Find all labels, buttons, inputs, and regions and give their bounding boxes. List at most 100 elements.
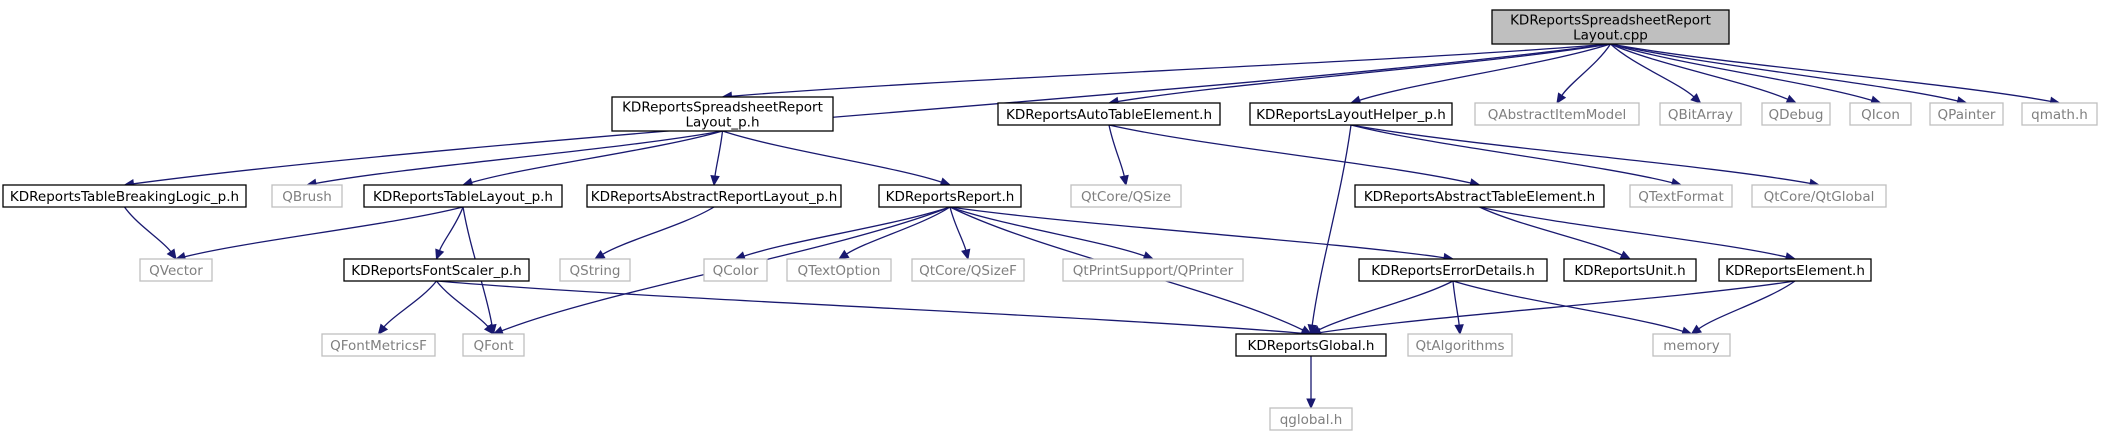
edge-layouthelper-to-global [1307, 124, 1352, 336]
node-label: qglobal.h [1280, 412, 1343, 428]
edge-element-to-memory [1690, 280, 1796, 335]
node-label: KDReportsAbstractReportLayout_p.h [591, 189, 838, 205]
edge-errordetails-to-qtalgorithms [1452, 280, 1464, 336]
node-box [321, 333, 436, 357]
node-label: QFontMetricsF [330, 338, 427, 354]
edge-autotable-to-qsize [1108, 124, 1129, 187]
edge-tablelayout-to-qvector [174, 206, 464, 262]
edge-layouthelper-to-qtglobal [1350, 124, 1821, 189]
node-autotable[interactable]: KDReportsAutoTableElement.h [997, 102, 1221, 126]
node-label: KDReportsSpreadsheetReport [1510, 13, 1711, 29]
node-qtalgorithms: QtAlgorithms [1407, 333, 1513, 357]
node-abstracttable[interactable]: KDReportsAbstractTableElement.h [1354, 184, 1605, 208]
node-box [1070, 184, 1182, 208]
node-abstractreportlayout[interactable]: KDReportsAbstractReportLayout_p.h [586, 184, 842, 208]
node-label: KDReportsErrorDetails.h [1371, 263, 1535, 279]
edge-layouthelper-to-qtextformat [1350, 124, 1683, 188]
node-box [1629, 184, 1733, 208]
node-report[interactable]: KDReportsReport.h [878, 184, 1022, 208]
node-box [343, 258, 530, 282]
node-box [1718, 258, 1872, 282]
arrowhead [483, 323, 495, 335]
node-label: KDReportsLayoutHelper_p.h [1256, 107, 1446, 123]
node-box [1491, 9, 1730, 45]
node-qtextformat: QTextFormat [1629, 184, 1733, 208]
node-label: QColor [713, 263, 759, 279]
node-qsizef: QtCore/QSizeF [911, 258, 1025, 282]
node-qprinter: QtPrintSupport/QPrinter [1062, 258, 1244, 282]
node-box [363, 184, 563, 208]
edge-report-to-qprinter [949, 206, 1155, 261]
edge-abstracttable-to-unit [1479, 206, 1632, 260]
node-label: QTextFormat [1638, 189, 1724, 205]
edge-report-to-qsizef [949, 206, 971, 261]
node-box [1062, 258, 1244, 282]
node-label: QTextOption [798, 263, 881, 279]
node-label: KDReportsReport.h [886, 189, 1015, 205]
node-label: QIcon [1861, 107, 1900, 123]
arrowhead [837, 249, 850, 260]
node-label: QDebug [1768, 107, 1823, 123]
edge-autotable-to-abstracttable [1108, 124, 1481, 188]
arrowhead [1119, 174, 1129, 187]
node-label: Layout_p.h [685, 115, 759, 131]
node-errordetails[interactable]: KDReportsErrorDetails.h [1358, 258, 1548, 282]
node-label: QtCore/QtGlobal [1764, 189, 1875, 205]
arrowhead [166, 248, 177, 261]
edge-root-to-qbitarray [1610, 43, 1702, 104]
edge-fontscaler-to-qfontmetricsf [377, 280, 438, 335]
node-box [1929, 102, 2004, 126]
node-box [1751, 184, 1887, 208]
node-box [878, 184, 1022, 208]
node-qstring: QString [559, 258, 631, 282]
arrowhead [377, 323, 389, 335]
node-label: KDReportsSpreadsheetReport [622, 100, 823, 116]
node-box [2, 184, 247, 208]
arrowhead [1690, 324, 1702, 335]
edge-tablebreaking-to-qvector [123, 206, 177, 261]
node-box [786, 258, 892, 282]
node-box [271, 184, 343, 208]
node-box [1249, 102, 1453, 126]
node-unit[interactable]: KDReportsUnit.h [1563, 258, 1697, 282]
node-memory: memory [1652, 333, 1731, 357]
node-global[interactable]: KDReportsGlobal.h [1235, 333, 1387, 357]
edge-global-to-qglobal [1306, 356, 1316, 410]
node-qtglobal: QtCore/QtGlobal [1751, 184, 1887, 208]
edge-report-to-qtextoption [837, 206, 951, 260]
node-box [139, 258, 213, 282]
arrowhead [1307, 323, 1318, 336]
arrowhead [1454, 324, 1464, 336]
node-qvector: QVector [139, 258, 213, 282]
node-label: KDReportsTableBreakingLogic_p.h [10, 189, 239, 205]
node-qpainter: QPainter [1929, 102, 2004, 126]
node-box [2021, 102, 2098, 126]
node-box [586, 184, 842, 208]
node-qdebug: QDebug [1761, 102, 1831, 126]
node-label: QFont [473, 338, 513, 354]
edge-root-to-qabstractitemmodel [1556, 43, 1612, 105]
node-qabstractitemmodel: QAbstractItemModel [1474, 102, 1640, 126]
node-label: KDReportsFontScaler_p.h [351, 263, 521, 279]
node-tablelayout[interactable]: KDReportsTableLayout_p.h [363, 184, 563, 208]
edge-tablelayout-to-fontscaler [435, 206, 464, 261]
node-tablebreaking[interactable]: KDReportsTableBreakingLogic_p.h [2, 184, 247, 208]
node-element[interactable]: KDReportsElement.h [1718, 258, 1872, 282]
arrowhead [1690, 93, 1702, 104]
node-box [1269, 407, 1353, 431]
node-fontscaler[interactable]: KDReportsFontScaler_p.h [343, 258, 530, 282]
arrowhead [1785, 94, 1798, 104]
edge-fontscaler-to-qfont [435, 280, 495, 335]
node-box [1407, 333, 1513, 357]
node-box [1354, 184, 1605, 208]
edge-layout-p-to-qbrush [305, 130, 723, 188]
node-qtextoption: QTextOption [786, 258, 892, 282]
node-layouthelper[interactable]: KDReportsLayoutHelper_p.h [1249, 102, 1453, 126]
node-label: KDReportsGlobal.h [1248, 338, 1375, 354]
edge-root-to-qmath [1610, 43, 2061, 106]
node-box [1659, 102, 1742, 126]
node-box [611, 96, 834, 132]
